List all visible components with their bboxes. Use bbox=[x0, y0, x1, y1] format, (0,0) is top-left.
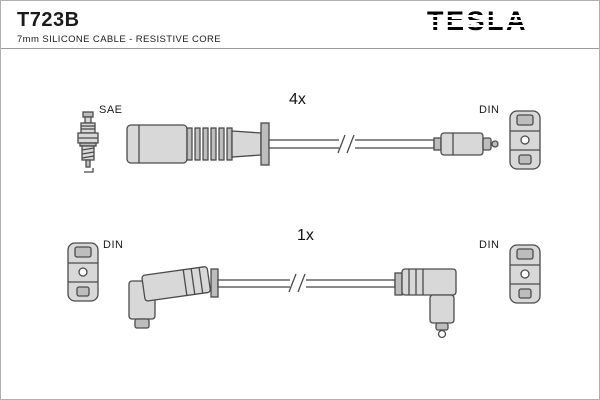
product-subtitle: 7mm SILICONE CABLE - RESISTIVE CORE bbox=[17, 34, 222, 45]
header-divider bbox=[1, 48, 599, 49]
logo-stripe bbox=[425, 20, 531, 22]
top-quantity-label: 4x bbox=[289, 91, 306, 108]
bottom-quantity-label: 1x bbox=[297, 227, 314, 244]
top-left-connector-label: SAE bbox=[99, 104, 123, 116]
spark-plug-icon bbox=[77, 111, 99, 173]
angled-cable-assembly bbox=[128, 266, 457, 339]
logo-stripe bbox=[425, 15, 531, 17]
bottom-right-connector-label: DIN bbox=[479, 239, 500, 251]
top-right-connector-label: DIN bbox=[479, 104, 500, 116]
din-connector-icon bbox=[509, 244, 541, 304]
bottom-left-connector-label: DIN bbox=[103, 239, 124, 251]
brand-logo: TESLA bbox=[425, 6, 531, 37]
din-connector-icon bbox=[509, 110, 541, 170]
din-connector-icon bbox=[67, 242, 99, 302]
logo-stripe bbox=[425, 25, 531, 27]
part-number: T723B bbox=[17, 9, 80, 31]
straight-cable-assembly bbox=[126, 122, 499, 166]
